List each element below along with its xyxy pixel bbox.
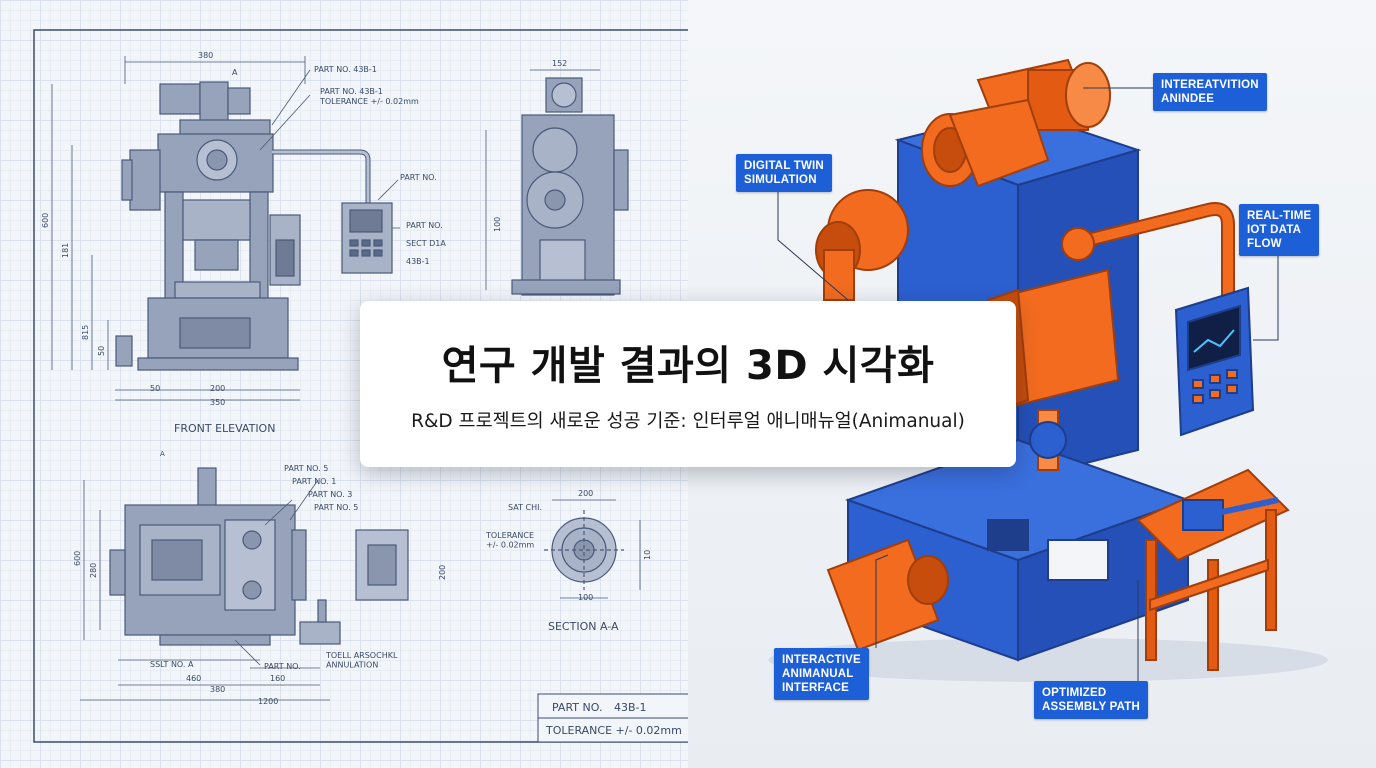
plan-dim-2: 160 <box>270 674 285 683</box>
front-dim-bottom-1: 50 <box>150 384 160 393</box>
title-block-part-value: 43B-1 <box>614 701 647 714</box>
plan-dim-4: 1200 <box>258 697 278 706</box>
blueprint-drawing: 380 A PART NO. 43B-1 PART NO. 43B-1 TOLE… <box>33 29 688 743</box>
control-pendant <box>341 202 393 274</box>
side-dimension-lines <box>485 69 600 290</box>
plan-dim-v3: 200 <box>438 565 447 580</box>
front-part-no-4: PART NO. <box>406 221 443 230</box>
callout-digital-twin: DIGITAL TWIN SIMULATION <box>736 154 832 192</box>
plan-dim-1: 460 <box>186 674 201 683</box>
assembly-table <box>1136 468 1290 671</box>
plan-dim-3: 380 <box>210 685 225 694</box>
iot-control-panel <box>1174 286 1255 437</box>
front-dim-bottom-2: 200 <box>210 384 225 393</box>
front-dim-top: 380 <box>198 51 213 60</box>
plan-mark-a: A <box>160 450 165 458</box>
plan-part-3: PART NO. 3 <box>308 490 352 499</box>
callout-assembly-path: OPTIMIZED ASSEMBLY PATH <box>1034 681 1149 719</box>
front-elevation-caption: FRONT ELEVATION <box>174 422 275 435</box>
front-part-no-3: PART NO. <box>400 173 437 182</box>
plan-dim-v2: 280 <box>89 563 98 578</box>
plan-dimension-lines <box>80 479 330 701</box>
front-part-no-2: PART NO. 43B-1 <box>320 87 383 96</box>
front-sect: SECT D1A <box>406 239 446 248</box>
side-dim-right: 100 <box>493 217 502 232</box>
section-dim-right: 10 <box>643 550 652 560</box>
page-subtitle: R&D 프로젝트의 새로운 성공 기준: 인터루얼 애니매뉴얼(Animanua… <box>411 411 965 432</box>
plan-part-5a: PART NO. 5 <box>284 464 328 473</box>
front-code: 43B-1 <box>406 257 430 266</box>
title-card: 연구 개발 결과의 3D 시각화 R&D 프로젝트의 새로운 성공 기준: 인터… <box>360 301 1016 467</box>
section-dim-bottom: 100 <box>578 593 593 602</box>
front-section-mark: A <box>232 68 238 77</box>
callout-interactive-animanual: INTERACTIVE ANIMANUAL INTERFACE <box>774 648 869 700</box>
section-view <box>544 499 641 599</box>
lower-feeder <box>826 538 949 652</box>
section-tolerance: TOLERANCE+/- 0.02mm <box>485 531 534 550</box>
plan-sslt: SSLT NO. A <box>150 660 194 669</box>
front-dimension-lines <box>51 56 400 401</box>
front-dim-bottom-3: 350 <box>210 398 225 407</box>
title-block-part-label: PART NO. <box>552 701 602 714</box>
plan-part-1: PART NO. 1 <box>292 477 336 486</box>
plan-part-plain: PART NO. <box>264 662 301 671</box>
front-part-no-1: PART NO. 43B-1 <box>314 65 377 74</box>
section-caption: SECTION A-A <box>548 620 619 633</box>
section-sat: SAT CHI. <box>508 503 542 512</box>
front-dim-left-4: 50 <box>97 346 106 356</box>
front-dim-left-1: 600 <box>41 213 50 228</box>
front-elevation-machine <box>115 81 301 371</box>
plan-view-machine <box>109 467 409 646</box>
front-dim-left-2: 181 <box>61 243 70 258</box>
side-dim-top: 152 <box>552 59 567 68</box>
left-gear-drive <box>815 189 909 301</box>
top-motor <box>921 58 1111 188</box>
front-dim-left-3: 815 <box>81 325 90 340</box>
title-block-tolerance: TOLERANCE +/- 0.02mm <box>545 724 682 737</box>
drawing-border <box>33 29 688 743</box>
plan-dim-v1: 600 <box>73 551 82 566</box>
callout-interaction-animation: INTEREATVITION ANINDEE <box>1153 73 1267 111</box>
page-title: 연구 개발 결과의 3D 시각화 <box>441 343 935 389</box>
side-view-machine <box>511 77 629 296</box>
section-dim-top: 200 <box>578 489 593 498</box>
callout-iot-data: REAL-TIME IOT DATA FLOW <box>1239 204 1320 256</box>
front-tolerance: TOLERANCE +/- 0.02mm <box>319 97 419 106</box>
title-block <box>537 693 688 743</box>
plan-part-5b: PART NO. 5 <box>314 503 358 512</box>
